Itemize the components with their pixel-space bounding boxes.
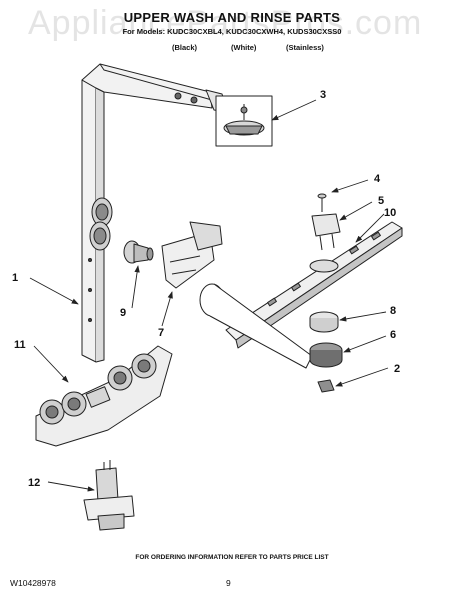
diagram-title: UPPER WASH AND RINSE PARTS bbox=[123, 10, 341, 25]
callout-10: 10 bbox=[384, 207, 396, 219]
part-4-screw bbox=[317, 193, 327, 212]
part-6-hub bbox=[309, 342, 343, 368]
leader-lines bbox=[29, 99, 389, 492]
feed-tube bbox=[199, 283, 313, 369]
callout-8: 8 bbox=[390, 305, 396, 317]
part-3-detail-box bbox=[215, 95, 273, 147]
part-11-manifold bbox=[35, 345, 173, 447]
part-1-supply-tube bbox=[81, 63, 229, 363]
callout-12: 12 bbox=[28, 477, 40, 489]
document-number: W10428978 bbox=[10, 578, 56, 588]
part-2-washer bbox=[317, 379, 335, 393]
part-12-fitting bbox=[83, 460, 135, 531]
callout-11: 11 bbox=[14, 339, 26, 351]
variant-white: (White) bbox=[231, 43, 257, 52]
variant-stainless: (Stainless) bbox=[286, 43, 324, 52]
part-10-spray-arm bbox=[225, 221, 403, 349]
page-number: 9 bbox=[226, 578, 231, 588]
callout-6: 6 bbox=[390, 329, 396, 341]
callout-3: 3 bbox=[320, 89, 326, 101]
callout-7: 7 bbox=[158, 327, 164, 339]
part-9-connector bbox=[123, 240, 154, 264]
callout-9: 9 bbox=[120, 307, 126, 319]
callout-4: 4 bbox=[374, 173, 381, 185]
part-7-clip bbox=[161, 221, 223, 289]
diagram-header: UPPER WASH AND RINSE PARTS For Models: K… bbox=[0, 10, 464, 36]
watermark: AppliancePartsPros.com bbox=[28, 4, 423, 42]
callout-2: 2 bbox=[394, 363, 400, 375]
callout-1: 1 bbox=[12, 272, 18, 284]
model-list: For Models: KUDC30CXBL4, KUDC30CXWH4, KU… bbox=[122, 27, 342, 36]
ordering-note: FOR ORDERING INFORMATION REFER TO PARTS … bbox=[135, 554, 329, 561]
part-8-ring bbox=[309, 311, 339, 333]
callout-5: 5 bbox=[378, 195, 384, 207]
variant-black: (Black) bbox=[172, 43, 198, 52]
part-5-bracket bbox=[311, 213, 341, 251]
